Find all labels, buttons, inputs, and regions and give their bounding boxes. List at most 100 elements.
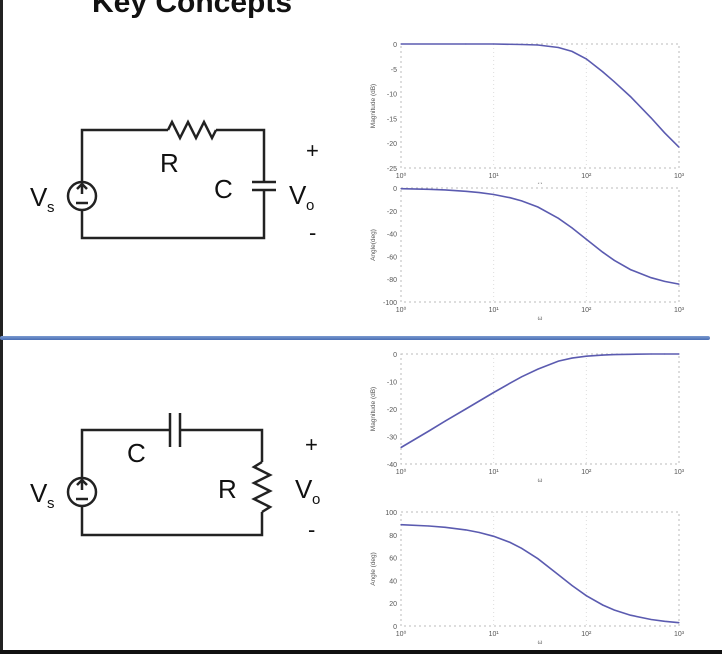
output-minus: - xyxy=(309,220,316,245)
data-point xyxy=(509,382,511,384)
data-point xyxy=(650,618,652,621)
source-arrowhead xyxy=(76,182,88,190)
data-point xyxy=(520,376,523,378)
output-label: V xyxy=(295,474,313,504)
source-label: V xyxy=(30,478,48,508)
y-tick-label: -40 xyxy=(387,232,397,239)
data-point xyxy=(509,541,511,544)
source-arrowhead xyxy=(76,478,88,486)
data-point xyxy=(478,400,480,402)
y-tick-label: -15 xyxy=(387,116,397,123)
data-point xyxy=(520,200,523,202)
x-tick-label: 10¹ xyxy=(489,173,500,180)
y-tick-label: 40 xyxy=(389,578,397,585)
data-point xyxy=(602,604,604,606)
source-label: V xyxy=(30,182,48,212)
y-tick-label: 60 xyxy=(389,556,397,563)
y-tick-label: -80 xyxy=(387,277,397,284)
x-tick-label: 10² xyxy=(581,173,592,180)
wire-bottom xyxy=(80,190,266,240)
plot-frame xyxy=(400,187,680,303)
output-subscript: o xyxy=(306,197,314,214)
resistor-label: R xyxy=(218,474,237,504)
high-pass-circuit: V s C R V o + - xyxy=(30,413,320,542)
data-point xyxy=(493,43,495,45)
low-pass-circuit: V s R C V o + - xyxy=(30,119,319,245)
y-axis-label: Magnitude (dB) xyxy=(370,84,377,128)
y-tick-label: -20 xyxy=(387,209,397,216)
data-point xyxy=(678,146,680,148)
data-point xyxy=(557,217,560,219)
voltage-source-icon xyxy=(66,476,98,508)
data-point xyxy=(557,574,560,576)
data-point xyxy=(465,190,467,192)
x-tick-label: 10² xyxy=(581,469,592,476)
series-line xyxy=(401,43,680,148)
data-point xyxy=(520,43,523,46)
data-point xyxy=(571,584,573,587)
data-point xyxy=(400,43,402,45)
plot-frame xyxy=(400,353,680,465)
capacitor-label: C xyxy=(214,174,233,204)
output-subscript: o xyxy=(312,491,320,508)
data-point xyxy=(400,446,402,449)
data-point xyxy=(629,614,632,616)
data-point xyxy=(557,46,560,49)
resistor-label: R xyxy=(160,148,179,178)
y-axis-label: Angle (deg) xyxy=(370,552,377,586)
x-tick-label: 10⁰ xyxy=(396,468,407,476)
data-point xyxy=(613,609,615,611)
data-point xyxy=(478,191,480,194)
data-point xyxy=(629,353,632,355)
data-point xyxy=(400,188,402,190)
wire-top-right xyxy=(216,128,266,182)
output-label: V xyxy=(289,180,307,210)
data-point xyxy=(602,354,604,356)
source-subscript: s xyxy=(47,495,55,512)
data-point xyxy=(478,531,480,534)
source-subscript: s xyxy=(47,199,55,216)
output-minus: - xyxy=(308,517,315,542)
y-tick-label: -10 xyxy=(387,92,397,99)
wire-top-left xyxy=(80,128,168,182)
data-point xyxy=(537,558,539,560)
x-axis-label: ω xyxy=(538,316,543,322)
data-point xyxy=(571,50,573,53)
data-point xyxy=(629,269,632,271)
series-line xyxy=(400,523,680,624)
data-point xyxy=(465,529,467,531)
y-tick-label: 100 xyxy=(385,510,397,517)
wire-top-left xyxy=(80,428,170,478)
section-divider xyxy=(0,336,710,340)
data-point xyxy=(678,353,680,355)
data-point xyxy=(571,227,573,229)
y-axis-label: Magnitude (dB) xyxy=(370,387,377,431)
x-tick-label: 10³ xyxy=(674,469,685,476)
x-tick-label: 10⁰ xyxy=(396,630,407,638)
x-tick-label: 10¹ xyxy=(489,631,500,638)
x-tick-label: 10³ xyxy=(674,631,685,638)
capacitor-label: C xyxy=(127,438,146,468)
data-point xyxy=(585,238,587,240)
data-point xyxy=(664,132,666,134)
y-tick-label: 80 xyxy=(389,533,397,540)
x-tick-label: 10² xyxy=(581,307,592,314)
output-plus: + xyxy=(306,138,319,163)
y-tick-label: -10 xyxy=(387,380,397,387)
x-tick-label: 10¹ xyxy=(489,469,500,476)
x-tick-label: 10⁰ xyxy=(396,306,407,314)
data-point xyxy=(664,280,666,282)
x-tick-label: 10² xyxy=(581,631,592,638)
data-point xyxy=(537,44,539,46)
y-tick-label: -20 xyxy=(387,407,397,414)
data-point xyxy=(613,81,615,83)
data-point xyxy=(428,430,430,432)
y-tick-label: 0 xyxy=(393,42,397,49)
data-point xyxy=(585,595,587,597)
series-line xyxy=(400,353,679,449)
y-tick-label: -40 xyxy=(387,462,397,469)
data-point xyxy=(444,420,446,422)
y-tick-label: 0 xyxy=(393,624,397,631)
